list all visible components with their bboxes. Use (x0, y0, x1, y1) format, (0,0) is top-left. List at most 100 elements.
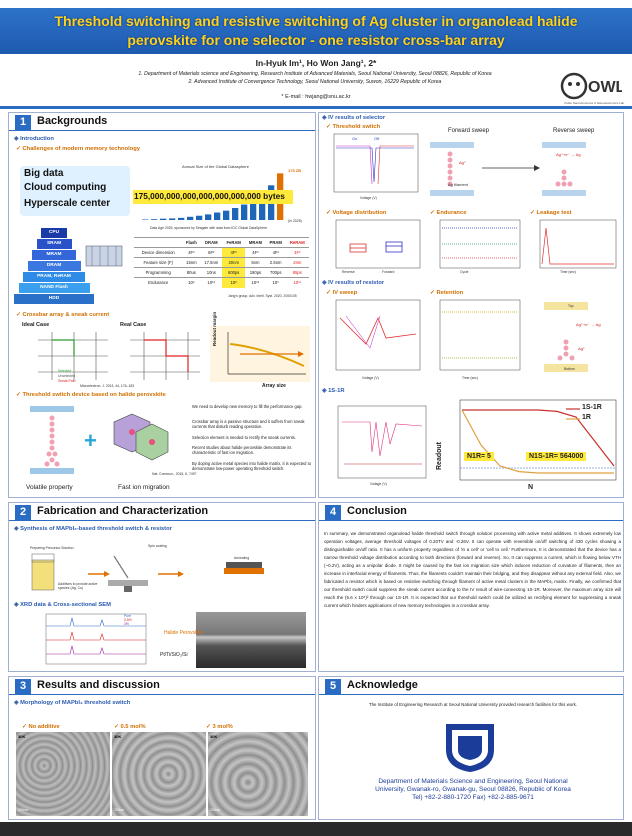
table-head-cell (134, 237, 183, 248)
xrd-legend-3: 3% (124, 622, 129, 626)
table-cell: Device dimension (134, 247, 183, 258)
bytes-label: 175,000,000,000,000,000,000,000 bytes (134, 191, 285, 201)
table-cell: 4F² (245, 247, 266, 258)
table-cell: 80us (182, 267, 201, 278)
department-block: Department of Materials Science and Engi… (326, 778, 620, 802)
ag-red-label: Ag⁺+e⁻ → Ag (556, 152, 581, 157)
section-title: Acknowledge (347, 679, 418, 691)
section-conclusion: 4 Conclusion (318, 502, 624, 672)
pyramid-level: DRAM (27, 261, 81, 271)
vdist-x-forward: Forward (382, 270, 395, 274)
table-cell: 10⁹ (265, 277, 286, 288)
xrd-heading: ◈ XRD data & Cross-sectional SEM (14, 602, 111, 608)
table-cell: 10ns (200, 267, 223, 278)
crossbar-ref: Microelectron. J. 2013, 44, 176–183 (80, 384, 135, 388)
voltage-label-ts: Voltage (V) (360, 196, 377, 200)
readout-margin-plot (210, 326, 310, 382)
bytes-highlight (133, 190, 293, 204)
ideal-label: Ideal Case (22, 322, 50, 328)
readout-y-label: Readout (436, 442, 443, 470)
sem-3 (208, 732, 308, 816)
datasphere-bar (160, 218, 167, 220)
fast-ion-label: Fast ion migration (118, 484, 170, 491)
bottom-label: Bottom (564, 367, 575, 371)
n1r-label: N1R= 5 (464, 452, 494, 461)
retention-x: Time (sec) (462, 376, 478, 380)
section-title: Results and discussion (37, 679, 160, 691)
onesr-heading: ◈ 1S-1R (322, 388, 345, 394)
chart-top-label: 175 ZB (288, 168, 301, 173)
table-cell: 17.5nm (200, 257, 223, 268)
table-cell: 600ps (222, 267, 246, 278)
table-cell: 10⁸ (222, 277, 246, 288)
authors: In-Hyuk Im¹, Ho Won Jang¹, 2* (255, 58, 377, 68)
footer-bar (0, 822, 632, 836)
res-schematic (544, 302, 588, 372)
table-head-cell: DRAM (200, 237, 223, 248)
datasphere-bar (214, 212, 221, 220)
section-title: Fabrication and Characterization (37, 505, 209, 517)
cloud-panel (20, 166, 130, 216)
xrd-plot (45, 613, 147, 665)
title-line-2: perovskite for one selector - one resist… (127, 32, 505, 48)
section-header: 1 Backgrounds (9, 113, 315, 131)
readout-axis-label: Readout margin (212, 311, 217, 346)
affiliation-2: 2. Advanced Institute of Convergence Tec… (188, 79, 442, 85)
table-header: Flash DRAM FeRAM MRAM PRAM ReRAM (134, 237, 309, 248)
section-number: 4 (325, 505, 341, 520)
n1s1r-label: N1S-1R= 564000 (526, 452, 587, 461)
onesr-voltage: Voltage (V) (370, 482, 387, 486)
on-label: On (352, 136, 358, 141)
readout-chart (459, 399, 617, 481)
intro-heading: ◈ Introduction (14, 136, 54, 142)
header: Threshold switching and resistive switch… (0, 0, 632, 106)
leakage-heading: ✓ Leakage test (530, 210, 572, 216)
retention-plot (439, 299, 521, 371)
ts-ref: Nat. Commun., 2015, 6, 7497 (152, 472, 197, 476)
section-number: 3 (15, 679, 31, 694)
datasphere-bar (232, 208, 239, 220)
chart-source: Data Age 2025, sponsored by Seagate with… (150, 226, 268, 230)
stack-label: Pt/Ti/SiO₂/Si (160, 652, 188, 658)
filament-schematic (430, 142, 586, 196)
table-cell: 10⁵ (182, 277, 201, 288)
section-title: Conclusion (347, 505, 407, 517)
pyramid-level: HDD (14, 294, 94, 304)
email: * E-mail : hwjang@snu.ac.kr (281, 94, 351, 100)
ag-filament-label: Ag filament (448, 182, 469, 187)
poster-title: Threshold switching and resistive switch… (20, 12, 612, 50)
xrd-legend-05: 0.5% (124, 618, 132, 622)
prep-label: Preparing Precursor Solution (30, 546, 74, 550)
ts-iv-plot (333, 133, 419, 193)
off-label: Off (374, 136, 380, 141)
array-size-label: Array size (262, 383, 286, 389)
table-cell: 10¹⁵ (245, 277, 266, 288)
table-cell: 4F² (182, 247, 201, 258)
table-cell: Endurance (134, 277, 183, 288)
datasphere-bar (142, 219, 149, 220)
bullet-item: We need to develop new memory to fill th… (192, 404, 303, 409)
vdist-x-reverse: Reverse (342, 270, 355, 274)
table-cell: 15nm (182, 257, 201, 268)
morph-heading: ◈ Morphology of MAPbI₃ threshold switch (14, 700, 131, 706)
conclusion-text: In summary, we demonstrated organolead h… (324, 531, 621, 608)
table-cell: 4F² (285, 247, 309, 258)
reverse-label: Reverse sweep (553, 128, 595, 134)
additives-label: Additives to provide active species (Ag,… (58, 582, 98, 590)
affiliation-1: 1. Department of Materials science and E… (138, 71, 492, 77)
table-head-cell: MRAM (245, 237, 266, 248)
legend-sneak: Sneak Path (58, 379, 76, 383)
hyper-label: Hyperscale center (24, 198, 111, 209)
memory-table: Flash DRAM FeRAM MRAM PRAM ReRAM Device … (134, 237, 309, 288)
section-title: Backgrounds (37, 115, 108, 127)
endurance-heading: ✓ Endurance (430, 210, 467, 216)
leakage-plot (539, 219, 617, 269)
morph-label-2: ✓ 3 mol% (206, 724, 233, 730)
spin-label: Spin coating (148, 544, 167, 548)
synth-heading: ◈ Synthesis of MAPbI₃-based threshold sw… (14, 526, 172, 532)
title-line-1: Threshold switching and resistive switch… (54, 13, 578, 29)
chart-note: (in 2025) (288, 219, 302, 223)
leakage-x: Time (sec) (560, 270, 576, 274)
